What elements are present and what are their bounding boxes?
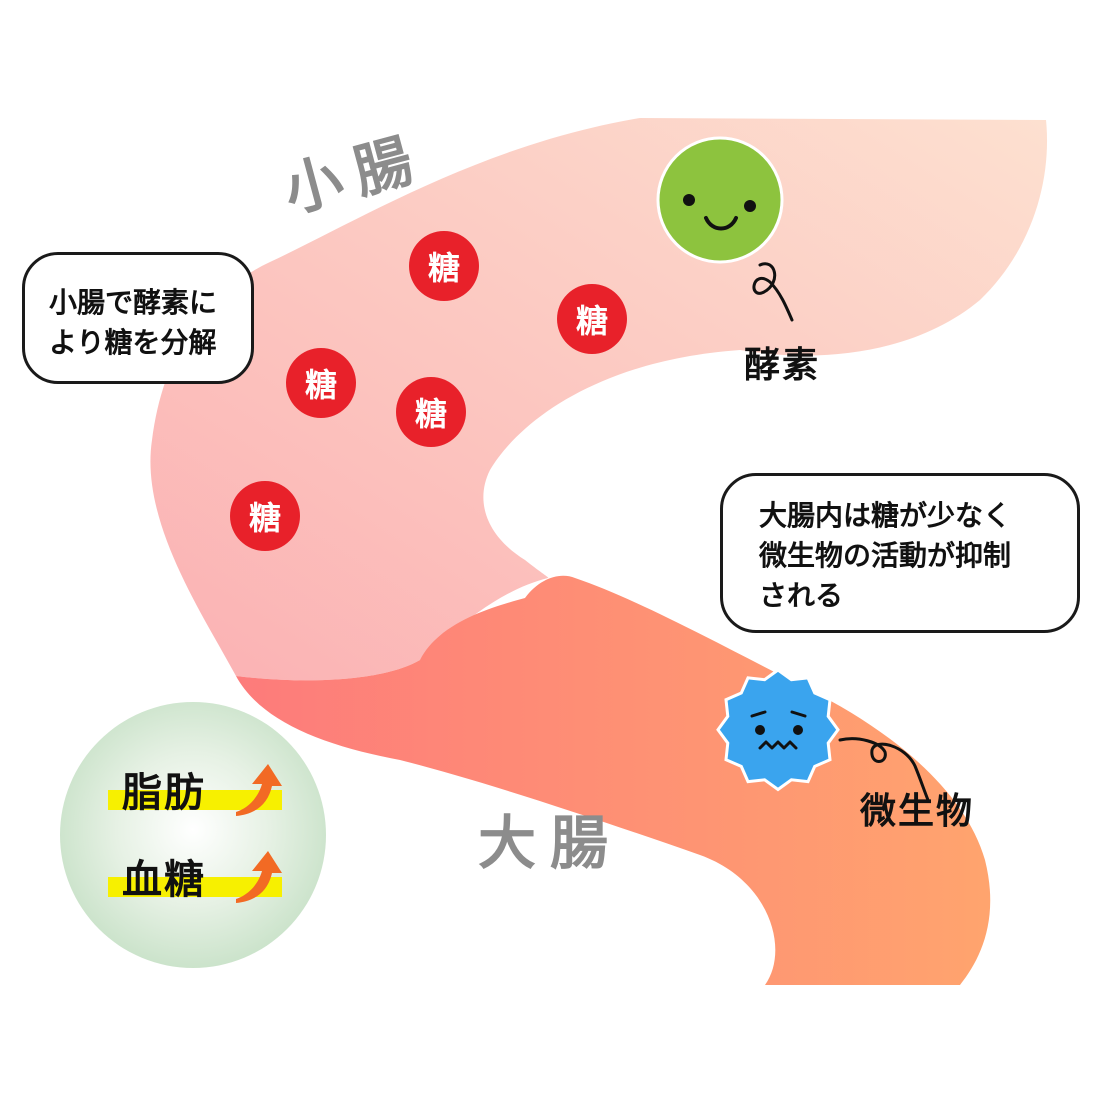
bubble-line: 微生物の活動が抑制 [759, 539, 1012, 572]
enzyme-pointer-line [752, 262, 794, 322]
small-intestine-note-bubble: 小腸で酵素に より糖を分解 [22, 252, 254, 384]
bubble-line: より糖を分解 [49, 326, 217, 359]
result-circle: 脂肪 血糖 [60, 702, 326, 968]
microbe-face [750, 710, 807, 750]
up-arrow-icon [236, 764, 282, 816]
bubble-line: 小腸で酵素に [49, 286, 218, 319]
result-fat-row: 脂肪 [108, 760, 308, 818]
sugar-molecule: 糖 [286, 348, 356, 418]
result-blood-sugar-row: 血糖 [108, 847, 308, 905]
microbe-label: 微生物 [860, 791, 975, 832]
microbe-character [716, 668, 840, 792]
result-fat-label: 脂肪 [122, 770, 206, 816]
enzyme-label: 酵素 [744, 345, 821, 386]
large-intestine-note-bubble: 大腸内は糖が少なく 微生物の活動が抑制 される [720, 473, 1080, 633]
large-intestine-label: 大腸 [478, 809, 623, 877]
large-intestine-shape [236, 575, 991, 985]
sugar-molecule: 糖 [557, 284, 627, 354]
highlight-bar [108, 790, 282, 810]
microbe-pointer-line [838, 737, 930, 802]
small-intestine-shape [150, 118, 1048, 681]
sugar-molecule: 糖 [396, 377, 466, 447]
result-blood-sugar-label: 血糖 [122, 857, 206, 903]
enzyme-character [656, 136, 784, 264]
sugar-molecule: 糖 [230, 481, 300, 551]
highlight-bar [108, 877, 282, 897]
bubble-line: される [759, 579, 844, 612]
bubble-line: 大腸内は糖が少なく [759, 499, 1012, 532]
up-arrow-icon [236, 851, 282, 903]
sugar-molecule: 糖 [409, 231, 479, 301]
